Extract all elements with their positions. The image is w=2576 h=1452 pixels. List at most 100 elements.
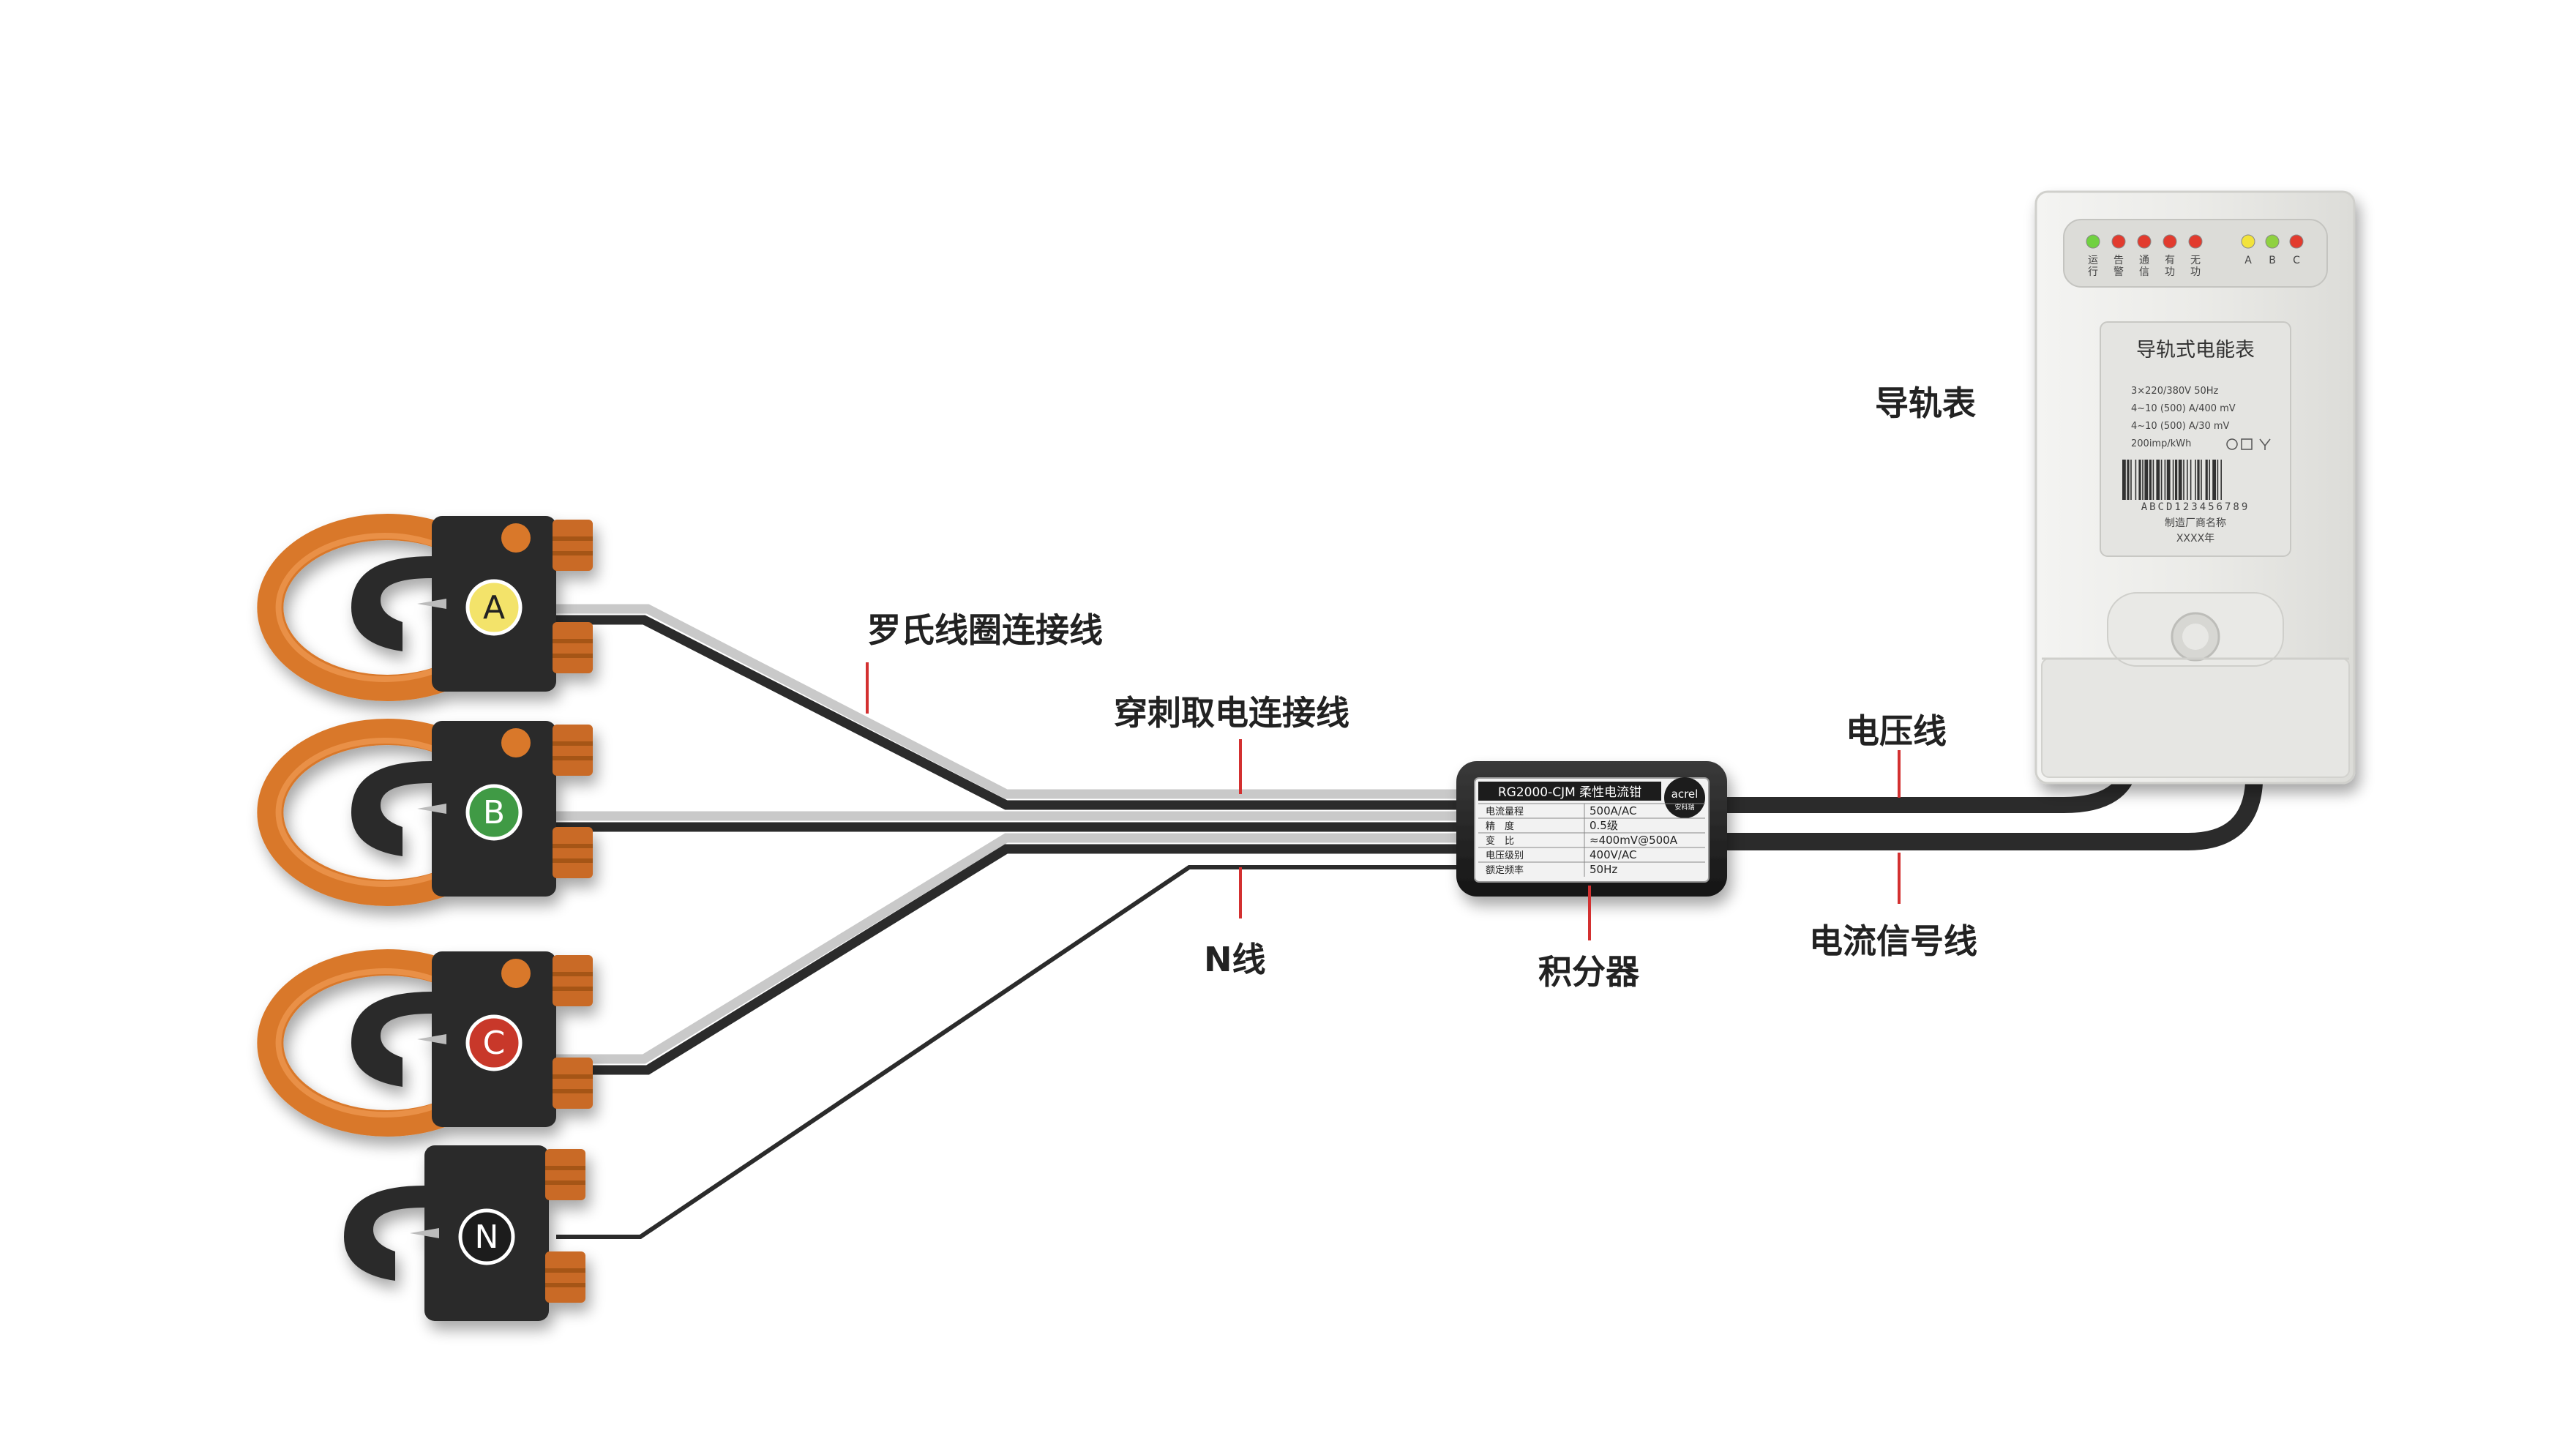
spec-value: 500A/AC [1590, 804, 1636, 817]
barcode-bar [2220, 460, 2222, 500]
spec-value: ≈400mV@500A [1590, 834, 1678, 847]
clamp-jaw-b [351, 761, 432, 856]
meter-barcode-text: ABCD123456789 [2141, 501, 2250, 513]
spec-value: 0.5级 [1590, 819, 1618, 832]
label-pierce-wire: 穿刺取电连接线 [1114, 693, 1349, 733]
phase-badge-a [465, 579, 523, 636]
spec-key: 精 度 [1486, 820, 1514, 832]
meter-barcode [2122, 460, 2222, 500]
clamp-n: N [344, 1145, 585, 1321]
phase-badge-b [465, 784, 523, 841]
pierce-needle-icon [417, 1034, 446, 1044]
spec-value: 50Hz [1590, 863, 1617, 876]
connector-ridge [553, 756, 593, 760]
acrel-logo-sub: 安科瑞 [1674, 803, 1694, 812]
barcode-bar [2122, 460, 2126, 500]
led-label: 功 [2190, 266, 2201, 278]
clamp-jaw-c [351, 992, 432, 1087]
integrator-model-bar [1478, 782, 1661, 801]
connector-b-1 [553, 827, 593, 878]
pierce-needle-icon [410, 1228, 439, 1238]
barcode-bar [2172, 460, 2174, 500]
led-2 [2137, 234, 2152, 249]
barcode-bar [2130, 460, 2132, 500]
phase-letter-n: N [475, 1219, 499, 1256]
phase-letter-b: B [483, 794, 505, 831]
connector-ridge [545, 1268, 585, 1273]
led-0 [2086, 234, 2100, 249]
led-label: 功 [2165, 266, 2175, 278]
clamp-a: A [257, 514, 593, 701]
connector-c-0 [553, 955, 593, 1006]
connector-ridge [553, 858, 593, 863]
clamp-knob-b [501, 728, 531, 757]
phase-letter-a: A [483, 589, 505, 626]
led-label: 运 [2088, 255, 2098, 266]
pierce-needle-icon [417, 599, 446, 609]
connector-ridge [553, 1074, 593, 1079]
led-label: C [2293, 255, 2300, 266]
led-label: 行 [2088, 266, 2098, 278]
connector-ridge [553, 844, 593, 848]
spec-value: 400V/AC [1590, 848, 1636, 861]
connector-ridge [545, 1180, 585, 1185]
rogowski-coil-a [257, 514, 460, 701]
led-label: 信 [2139, 266, 2149, 278]
cable-a-light [556, 604, 1464, 799]
phase-badge-n [458, 1208, 515, 1265]
barcode-bar [2205, 460, 2208, 500]
barcode-bar [2144, 460, 2149, 500]
cable-c-light [556, 833, 1464, 1064]
barcode-bar [2212, 460, 2216, 500]
led-1 [2111, 234, 2126, 249]
led-label: 有 [2165, 255, 2175, 266]
barcode-bar [2187, 460, 2188, 500]
connector-ridge [553, 741, 593, 746]
led-label: 警 [2113, 266, 2124, 278]
barcode-bar [2201, 460, 2202, 500]
rogowski-coil-highlight-c [275, 968, 444, 1118]
spec-key: 变 比 [1486, 835, 1514, 847]
label-voltage-wire: 电压线 [1846, 711, 1947, 751]
led-3 [2163, 234, 2177, 249]
barcode-bar [2183, 460, 2184, 500]
clamp-c: C [257, 949, 593, 1137]
connector-ridge [545, 1283, 585, 1287]
clamp-knob-a [501, 523, 531, 553]
phase-badge-c [465, 1014, 523, 1071]
label-integrator: 积分器 [1538, 952, 1639, 992]
led-label: 告 [2113, 255, 2124, 266]
spec-key: 额定频率 [1486, 864, 1524, 876]
meter-symbols [2226, 438, 2271, 450]
acrel-logo-text: acrel [1671, 787, 1699, 801]
barcode-bar [2135, 460, 2137, 500]
connector-a-0 [553, 520, 593, 571]
connector-a-1 [553, 622, 593, 673]
meter-lower-block [2041, 658, 2350, 778]
connector-ridge [553, 972, 593, 976]
barcode-bar [2195, 460, 2196, 500]
pierce-needle-icon [417, 804, 446, 814]
led-7 [2289, 234, 2304, 249]
meter-symbol-b-icon [2226, 438, 2238, 450]
connector-ridge [545, 1166, 585, 1170]
integrator-model: RG2000-CJM 柔性电流钳 [1498, 785, 1641, 800]
clamp-knob-c [501, 959, 531, 988]
barcode-bar [2142, 460, 2143, 500]
connector-n-0 [545, 1149, 585, 1200]
barcode-bar [2127, 460, 2130, 500]
barcode-bar [2190, 460, 2192, 500]
barcode-bar [2149, 460, 2152, 500]
barcode-bar [2160, 460, 2163, 500]
meter-spec-line: 4~10 (500) A/30 mV [2131, 421, 2230, 432]
meter-reset-button-inner [2182, 624, 2209, 650]
led-5 [2241, 234, 2255, 249]
cable-current-signal [1711, 774, 2263, 850]
barcode-bar [2209, 460, 2210, 500]
barcode-bar [2164, 460, 2166, 500]
